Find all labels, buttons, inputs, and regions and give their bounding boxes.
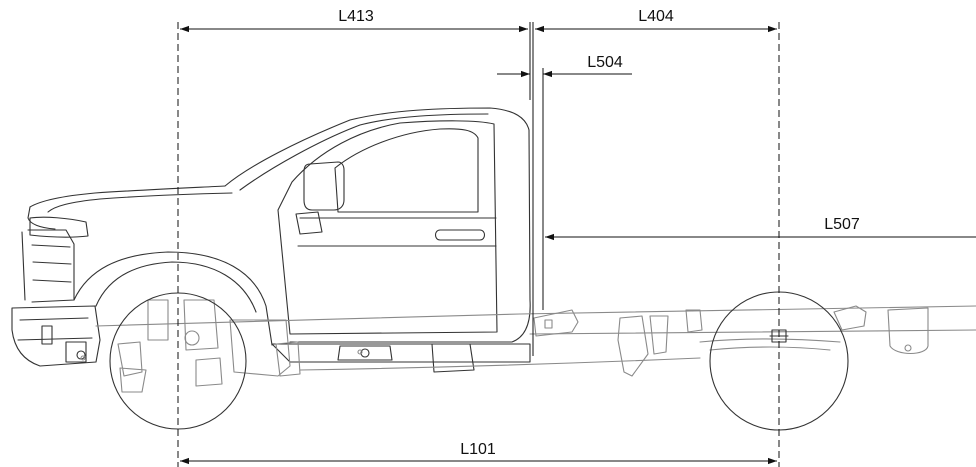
cab-rear (290, 130, 530, 342)
dimension-lines (177, 22, 976, 467)
frame-bracket-rear (888, 308, 928, 354)
dimension-labels: L413 L404 L504 L507 L101 (338, 8, 860, 458)
fender-lip (96, 262, 256, 312)
frame-rail-bottom (530, 330, 976, 334)
side-mirror (296, 162, 344, 234)
windshield (225, 108, 529, 186)
front-fender (74, 252, 272, 345)
rear-spring (700, 339, 840, 350)
headlamp (30, 217, 88, 237)
bumper-detail (18, 318, 92, 362)
fuel-tank-bracket (618, 316, 668, 376)
front-suspension (118, 300, 222, 392)
truck-outline (12, 108, 976, 430)
rocker-panel (272, 344, 530, 362)
dim-label-l101: L101 (460, 441, 496, 458)
door-crease (298, 218, 496, 246)
frame-bracket-1 (534, 310, 578, 336)
frame-bolt-rear (905, 345, 911, 351)
grille (22, 230, 74, 302)
front-crossmember (230, 320, 300, 376)
dim-label-l404: L404 (638, 8, 674, 25)
front-hub (185, 331, 199, 345)
front-bumper (12, 306, 100, 366)
dim-label-l504: L504 (587, 54, 623, 71)
roof-inner (240, 114, 488, 190)
step-bolt (361, 349, 369, 357)
tow-loop (81, 356, 85, 360)
dim-label-l413: L413 (338, 8, 374, 25)
exhaust-port (358, 350, 362, 354)
door-window (335, 129, 478, 212)
hood-outline (28, 186, 225, 229)
door-outline (278, 121, 497, 334)
hood-crease (48, 193, 232, 212)
frame-rail-top (96, 306, 976, 326)
frame-bracket-3 (834, 306, 866, 330)
frame-bracket-2 (686, 310, 702, 332)
dim-label-l507: L507 (824, 216, 860, 233)
step-detail (338, 344, 474, 372)
door-handle (436, 230, 485, 240)
